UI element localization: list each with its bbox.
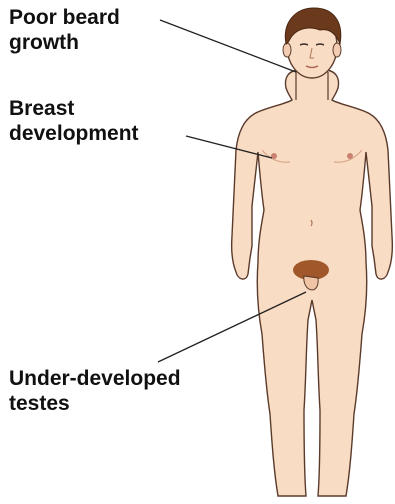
right-nipple — [347, 153, 353, 159]
poor-beard-growth-label: Poor beard growth — [9, 5, 120, 55]
left-ear — [283, 43, 291, 57]
label-line: Under-developed — [9, 366, 181, 391]
label-line: testes — [9, 391, 181, 416]
under-developed-testes-label: Under-developed testes — [9, 366, 181, 416]
label-line: growth — [9, 30, 120, 55]
beard-leader-line — [160, 20, 296, 72]
label-line: Breast — [9, 96, 139, 121]
right-ear — [333, 43, 341, 57]
label-line: Poor beard — [9, 5, 120, 30]
breast-development-label: Breast development — [9, 96, 139, 146]
label-line: development — [9, 121, 139, 146]
